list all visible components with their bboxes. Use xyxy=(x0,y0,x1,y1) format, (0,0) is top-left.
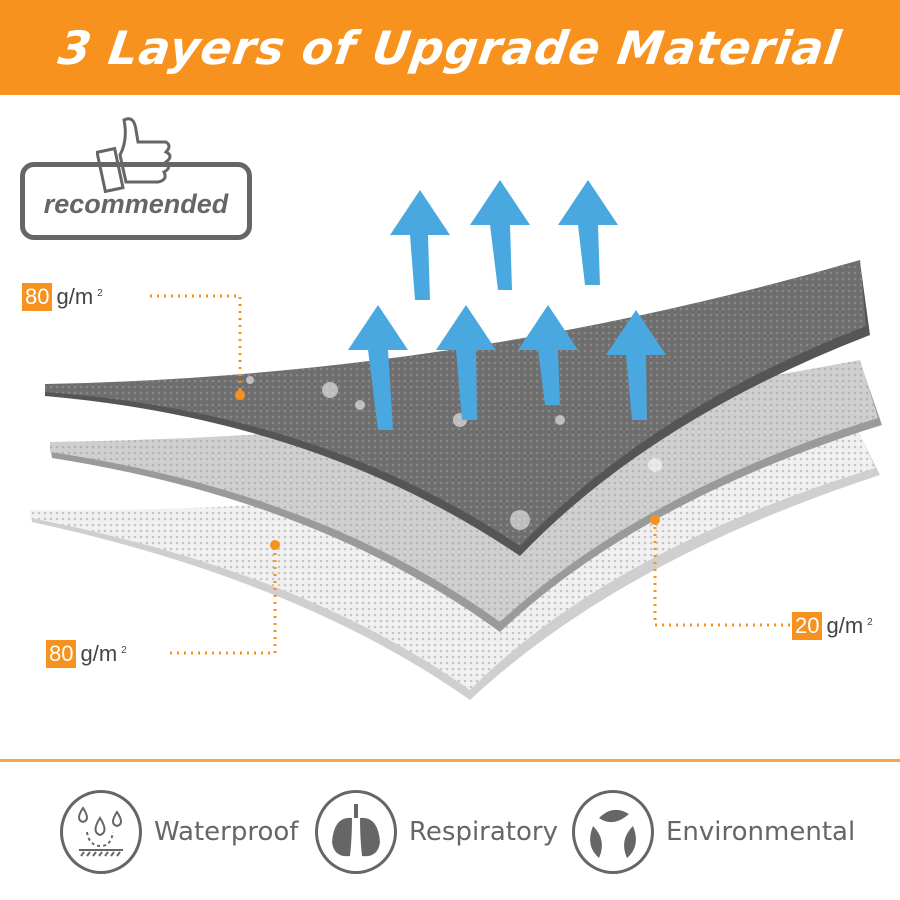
arrow-icon xyxy=(436,305,496,420)
feature-label: Waterproof xyxy=(154,817,299,847)
recommended-badge: recommended xyxy=(20,162,252,240)
water-drops-icon xyxy=(60,790,142,874)
arrow-icon xyxy=(470,180,530,290)
top-layer xyxy=(45,260,870,556)
arrow-icon xyxy=(518,305,578,405)
feature-waterproof: Waterproof xyxy=(60,790,298,874)
arrow-icon xyxy=(348,305,408,430)
airflow-arrows xyxy=(348,180,666,430)
leaves-icon xyxy=(572,790,654,874)
feature-respiratory: Respiratory xyxy=(315,790,558,874)
badge-label: recommended xyxy=(43,188,229,219)
lungs-icon xyxy=(315,790,397,874)
divider xyxy=(0,759,900,762)
arrow-icon xyxy=(558,180,618,285)
layers-illustration xyxy=(30,180,882,700)
feature-label: Respiratory xyxy=(409,817,558,847)
arrow-icon xyxy=(606,310,666,420)
leader-lines xyxy=(150,294,790,655)
page-title: 3 Layers of Upgrade Material xyxy=(55,20,845,75)
title-banner: 3 Layers of Upgrade Material xyxy=(0,0,900,95)
feature-label: Environmental xyxy=(666,817,856,847)
arrow-icon xyxy=(390,190,450,300)
feature-environmental: Environmental xyxy=(572,790,855,874)
